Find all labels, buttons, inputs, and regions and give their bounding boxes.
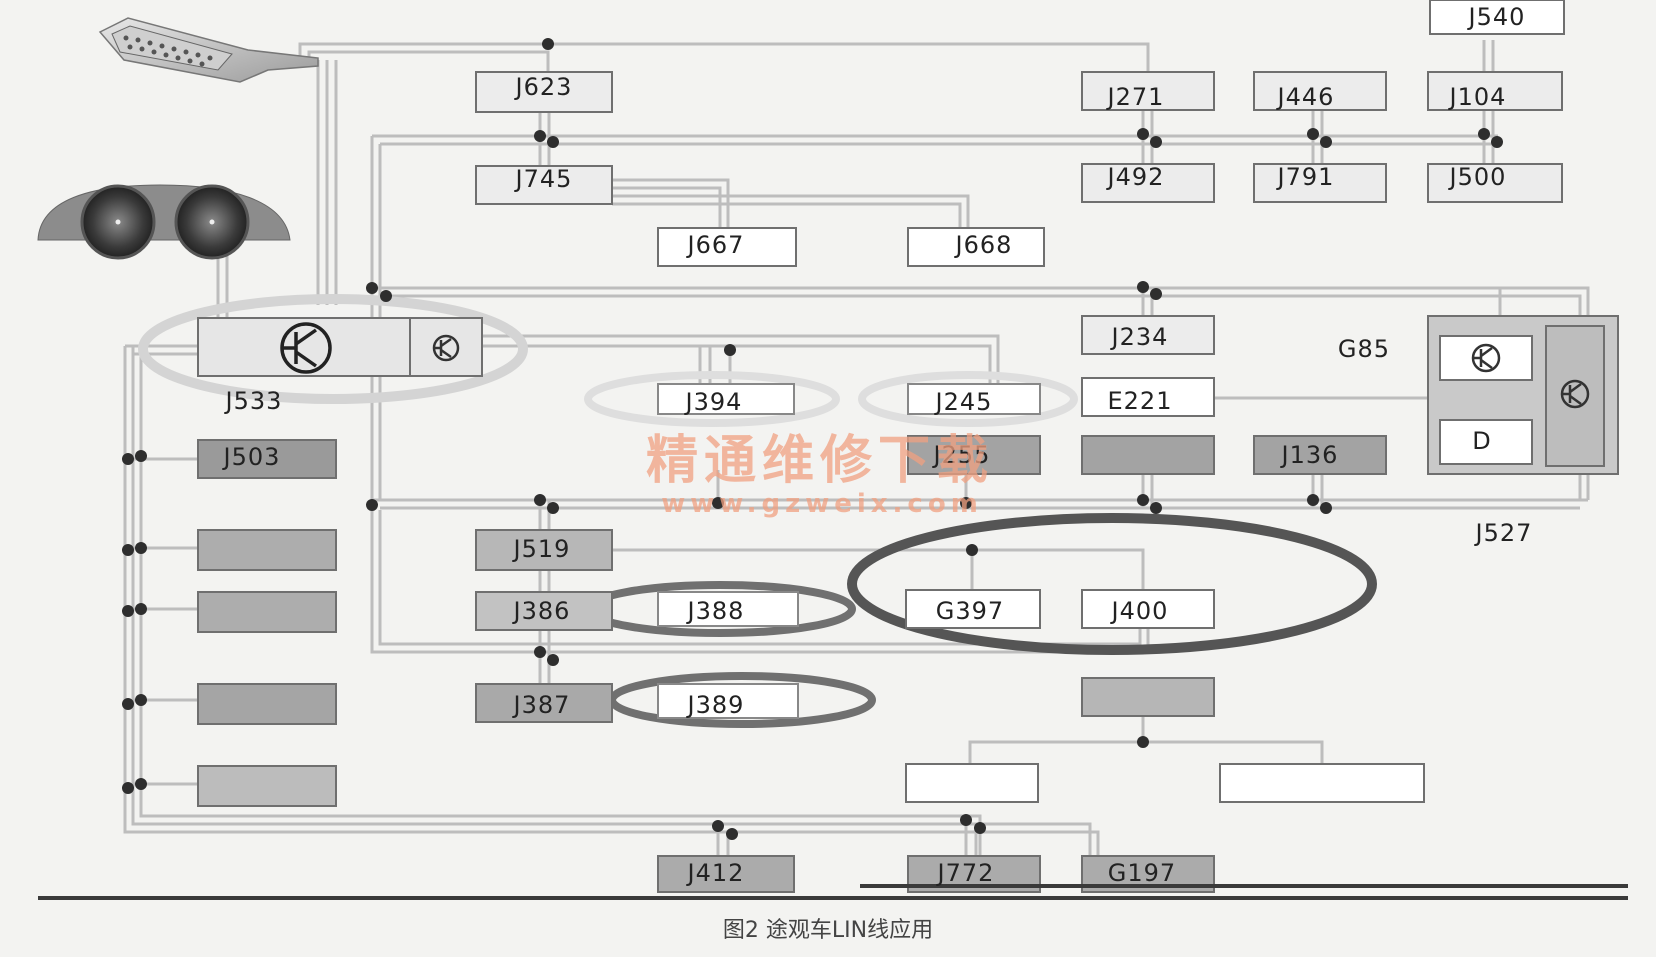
label-j412: J412 xyxy=(686,859,745,887)
label-j492: J492 xyxy=(1106,163,1165,191)
label-j255: J255 xyxy=(932,441,991,469)
label-j389: J389 xyxy=(686,691,745,719)
obd-connector-icon xyxy=(98,17,319,83)
watermark-text-cn: 精通维修下载 xyxy=(646,431,994,491)
watermark-url: www.gzweix.com xyxy=(661,489,983,519)
label-j503: J503 xyxy=(222,443,281,471)
label-j527: J527 xyxy=(1474,519,1533,547)
label-j388: J388 xyxy=(686,597,745,625)
label-j394: J394 xyxy=(684,388,743,416)
label-j623: J623 xyxy=(514,73,573,101)
label-d: D xyxy=(1472,427,1491,455)
label-j519: J519 xyxy=(512,535,571,563)
label-j540: J540 xyxy=(1467,3,1526,31)
transistor-icon xyxy=(1560,379,1590,409)
label-j500: J500 xyxy=(1448,163,1507,191)
label-j745: J745 xyxy=(514,165,573,193)
transistor-icon xyxy=(432,334,460,362)
label-j791: J791 xyxy=(1276,163,1335,191)
label-j400: J400 xyxy=(1110,597,1169,625)
watermark: 精通维修下载 www.gzweix.com xyxy=(646,431,994,519)
label-j104: J104 xyxy=(1448,83,1507,111)
bus-nodes xyxy=(122,38,1503,840)
label-j533: J533 xyxy=(224,387,283,415)
label-g397: G397 xyxy=(936,597,1004,625)
label-j136: J136 xyxy=(1280,441,1339,469)
label-g85: G85 xyxy=(1338,335,1390,363)
label-j234: J234 xyxy=(1110,323,1169,351)
highlight-rings xyxy=(138,294,1377,728)
label-j667: J667 xyxy=(686,231,745,259)
label-j245: J245 xyxy=(934,388,993,416)
transistor-icon xyxy=(1471,343,1501,373)
module-boxes xyxy=(197,0,1619,893)
ground-line xyxy=(38,896,1628,900)
label-j446: J446 xyxy=(1276,83,1335,111)
label-j386: J386 xyxy=(512,597,571,625)
figure-caption: 图2 途观车LIN线应用 xyxy=(722,918,934,943)
label-e221: E221 xyxy=(1108,387,1173,415)
ground-line xyxy=(860,884,1628,888)
label-j387: J387 xyxy=(512,691,571,719)
module-labels: J540 J623 J271 J446 J104 J745 J492 J791 … xyxy=(222,3,1533,887)
label-j668: J668 xyxy=(954,231,1013,259)
label-g197: G197 xyxy=(1108,859,1176,887)
label-j271: J271 xyxy=(1106,83,1165,111)
transistor-icon xyxy=(280,322,332,374)
label-j772: J772 xyxy=(936,859,995,887)
instrument-cluster-icon xyxy=(37,184,291,260)
